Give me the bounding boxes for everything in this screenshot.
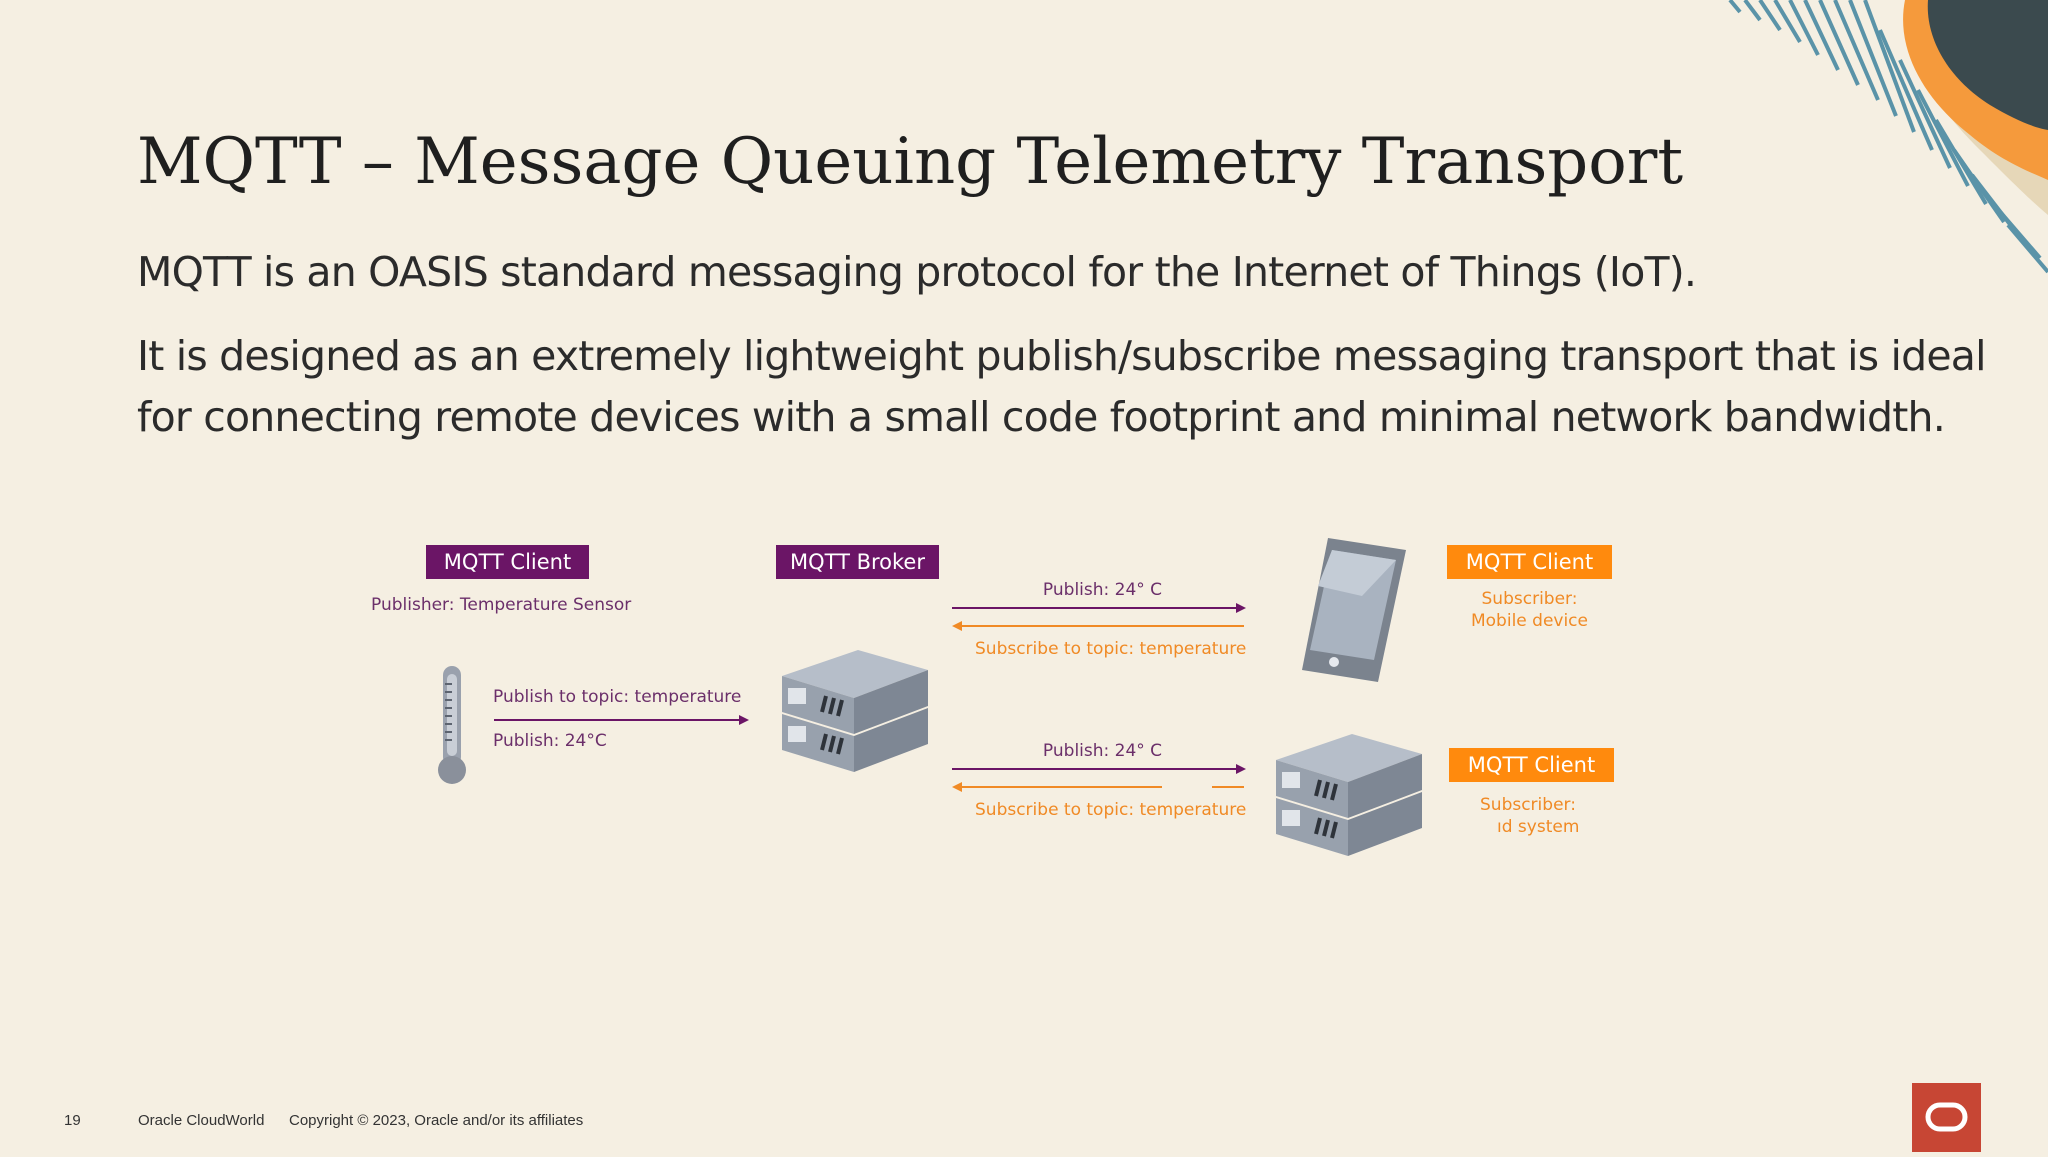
publisher-client-chip: MQTT Client xyxy=(426,545,589,579)
slide-title: MQTT – Message Queuing Telemetry Transpo… xyxy=(137,125,1684,199)
top-publish-label: Publish: 24° C xyxy=(1042,580,1163,600)
decorative-corner-graphic xyxy=(1728,0,2048,274)
system-subscriber-label-1: Subscriber: xyxy=(1480,795,1576,815)
description-line-1: It is designed as an extremely lightweig… xyxy=(137,332,1987,380)
broker-chip: MQTT Broker xyxy=(776,545,939,579)
system-subscriber-label-2: ıd system xyxy=(1470,817,1580,837)
top-link-arrows xyxy=(952,603,1246,631)
bottom-link-arrows xyxy=(952,764,1246,792)
top-subscribe-label: Subscribe to topic: temperature xyxy=(975,639,1247,659)
mobile-subscriber-chip: MQTT Client xyxy=(1447,545,1612,579)
oracle-logo-icon xyxy=(1912,1083,1981,1152)
footer-event: Oracle CloudWorld xyxy=(138,1112,265,1129)
publish-topic-label: Publish to topic: temperature xyxy=(493,687,742,707)
intro-paragraph: MQTT is an OASIS standard messaging prot… xyxy=(137,248,1697,296)
page-number: 19 xyxy=(64,1112,81,1129)
bottom-subscribe-label: Subscribe to topic: temperature xyxy=(975,800,1247,820)
mobile-subscriber-label-1: Subscriber: xyxy=(1481,589,1578,609)
mobile-subscriber-label-2: Mobile device xyxy=(1470,611,1588,631)
broker-server-icon xyxy=(782,650,928,772)
bottom-publish-label: Publish: 24° C xyxy=(1042,741,1163,761)
publish-value-label: Publish: 24°C xyxy=(493,731,607,751)
subscriber-server-icon xyxy=(1276,734,1422,856)
thermometer-icon xyxy=(438,666,466,784)
footer-copyright: Copyright © 2023, Oracle and/or its affi… xyxy=(289,1112,584,1129)
system-subscriber-chip: MQTT Client xyxy=(1449,748,1614,782)
publisher-role-label: Publisher: Temperature Sensor xyxy=(371,595,632,615)
description-line-2: for connecting remote devices with a sma… xyxy=(137,393,1946,441)
smartphone-icon xyxy=(1302,538,1406,682)
publish-arrow xyxy=(494,715,749,725)
